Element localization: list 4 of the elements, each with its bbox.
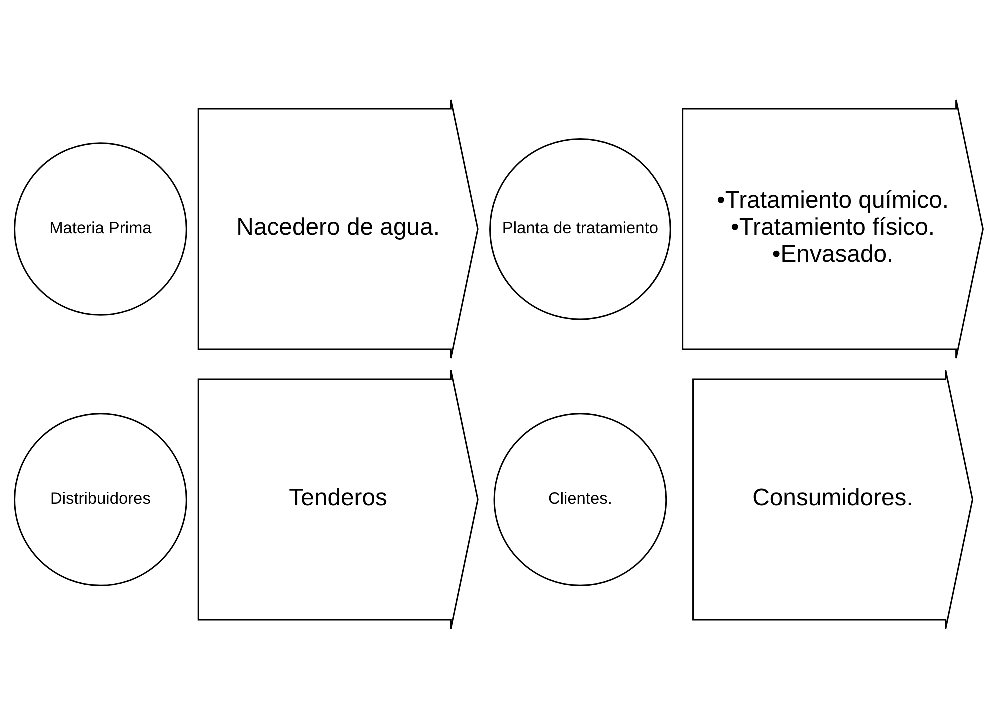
node-circle: Distribuidores <box>14 412 188 586</box>
node-circle: Planta de tratamiento <box>490 138 672 320</box>
node-circle: Materia Prima <box>14 142 188 316</box>
node-circle: Clientes. <box>494 412 668 586</box>
